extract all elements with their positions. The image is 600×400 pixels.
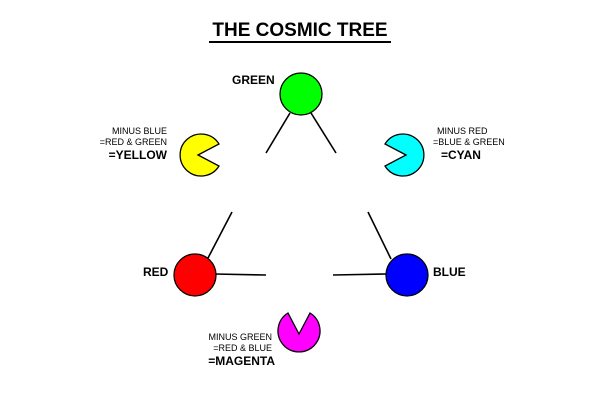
diagram-title: THE COSMIC TREE	[212, 20, 387, 41]
blue-circle	[385, 253, 429, 297]
branch-red-up	[207, 211, 233, 259]
magenta-line1: MINUS GREEN	[208, 332, 272, 342]
magenta-pacman	[277, 312, 321, 353]
yellow-pacman	[179, 133, 220, 177]
branch-blue-left	[332, 273, 387, 276]
branch-blue-up	[367, 211, 392, 260]
cyan-line3: =CYAN	[441, 148, 481, 162]
branch-lines	[207, 112, 392, 276]
magenta-line2: =RED & BLUE	[213, 343, 272, 353]
yellow-line1: MINUS BLUE	[112, 126, 167, 136]
red-circle	[173, 253, 217, 297]
yellow-line2: =RED & GREEN	[100, 137, 167, 147]
green-circle	[279, 72, 323, 116]
branch-green-left	[265, 112, 291, 154]
cyan-line2: =BLUE & GREEN	[433, 137, 505, 147]
magenta-line3: =MAGENTA	[208, 354, 275, 368]
yellow-line3: =YELLOW	[109, 148, 168, 162]
cyan-line1: MINUS RED	[437, 126, 488, 136]
blue-label: BLUE	[433, 265, 466, 279]
red-label: RED	[143, 265, 169, 279]
cyan-pacman	[384, 133, 425, 177]
green-label: GREEN	[232, 73, 275, 87]
branch-red-right	[213, 273, 267, 276]
branch-green-right	[310, 112, 337, 154]
